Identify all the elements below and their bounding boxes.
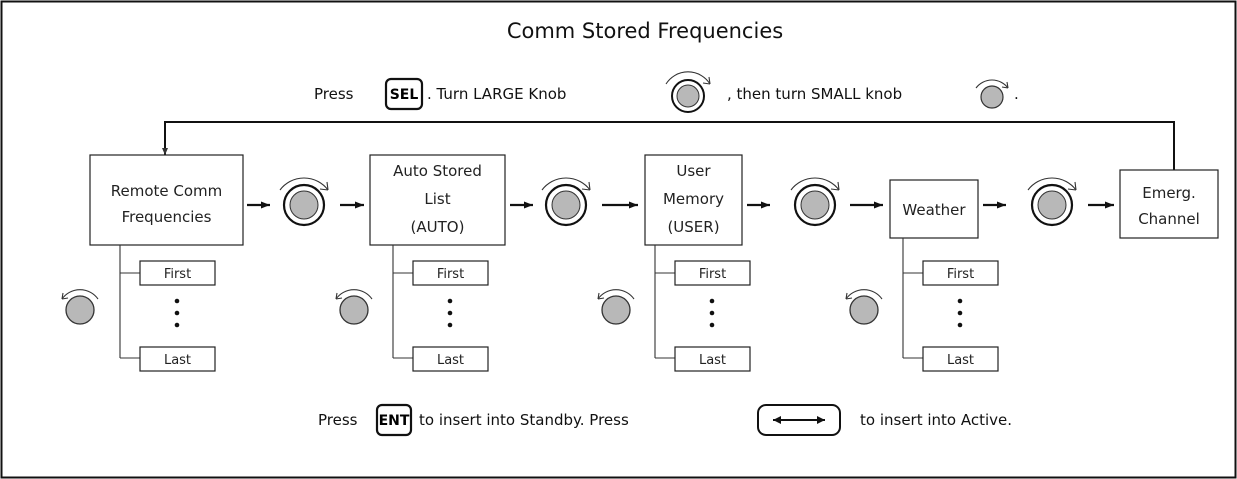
- large-knob-icon: [279, 177, 329, 227]
- last-item: Last: [947, 353, 974, 368]
- then-small-label: , then turn SMALL knob: [727, 85, 902, 103]
- small-knob-icon: [975, 79, 1009, 109]
- last-item: Last: [699, 353, 726, 368]
- list-label-line: Auto Stored: [393, 162, 482, 180]
- list-box-user-memory: User Memory (USER): [644, 154, 743, 246]
- ellipsis-icon: [709, 298, 715, 328]
- small-knob-icon: [597, 289, 635, 325]
- last-item: Last: [164, 353, 191, 368]
- list-box-weather: Weather: [889, 179, 979, 239]
- list-label-line: Channel: [1138, 210, 1200, 228]
- ent-key-icon: ENT: [375, 403, 413, 437]
- list-label-line: User: [676, 162, 711, 180]
- ellipsis-icon: [957, 298, 963, 328]
- turn-large-label: . Turn LARGE Knob: [427, 85, 566, 103]
- list-label-line: Emerg.: [1142, 184, 1196, 202]
- list-box-auto-stored: Auto Stored List (AUTO): [369, 154, 506, 246]
- first-item: First: [437, 267, 464, 282]
- large-knob-icon: [665, 71, 711, 113]
- sub-list-remote-comm: First Last: [61, 245, 216, 372]
- loop-back-line: [162, 121, 1175, 170]
- press-label: Press: [314, 85, 354, 103]
- to-active-label: to insert into Active.: [860, 411, 1012, 429]
- list-label-line: Frequencies: [122, 208, 212, 226]
- press-label: Press: [318, 411, 358, 429]
- list-box-remote-comm: Remote Comm Frequencies: [89, 154, 244, 246]
- list-label-line: Memory: [663, 190, 724, 208]
- ent-key-label: ENT: [379, 413, 410, 429]
- ellipsis-icon: [174, 298, 180, 328]
- small-knob-icon: [335, 289, 373, 325]
- large-knob-icon: [1027, 177, 1077, 227]
- to-standby-label: to insert into Standby. Press: [419, 411, 629, 429]
- small-knob-icon: [845, 289, 883, 325]
- list-label-line: List: [424, 190, 450, 208]
- sub-list-user-memory: First Last: [597, 245, 751, 372]
- bottom-instruction: Press ENT to insert into Standby. Press …: [318, 403, 1012, 437]
- list-label-line: Remote Comm: [111, 182, 223, 200]
- list-box-emergency-channel: Emerg. Channel: [1119, 169, 1219, 239]
- ellipsis-icon: [447, 298, 453, 328]
- period-label: .: [1014, 85, 1019, 103]
- flow-row: [247, 177, 1114, 227]
- sub-list-weather: First Last: [845, 238, 999, 372]
- list-label-line: (AUTO): [411, 218, 465, 236]
- frequency-swap-key-icon: [757, 404, 841, 436]
- small-knob-icon: [61, 289, 99, 325]
- sel-key-icon: SEL: [384, 77, 424, 111]
- sub-list-auto-stored: First Last: [335, 245, 489, 372]
- first-item: First: [164, 267, 191, 282]
- first-item: First: [947, 267, 974, 282]
- large-knob-icon: [541, 177, 591, 227]
- sel-key-label: SEL: [390, 87, 419, 103]
- diagram-title: Comm Stored Frequencies: [507, 19, 783, 43]
- first-item: First: [699, 267, 726, 282]
- list-label-line: (USER): [667, 218, 719, 236]
- large-knob-icon: [790, 177, 840, 227]
- top-instruction: Press SEL . Turn LARGE Knob , then turn …: [314, 71, 1019, 113]
- list-label-line: Weather: [902, 201, 966, 219]
- last-item: Last: [437, 353, 464, 368]
